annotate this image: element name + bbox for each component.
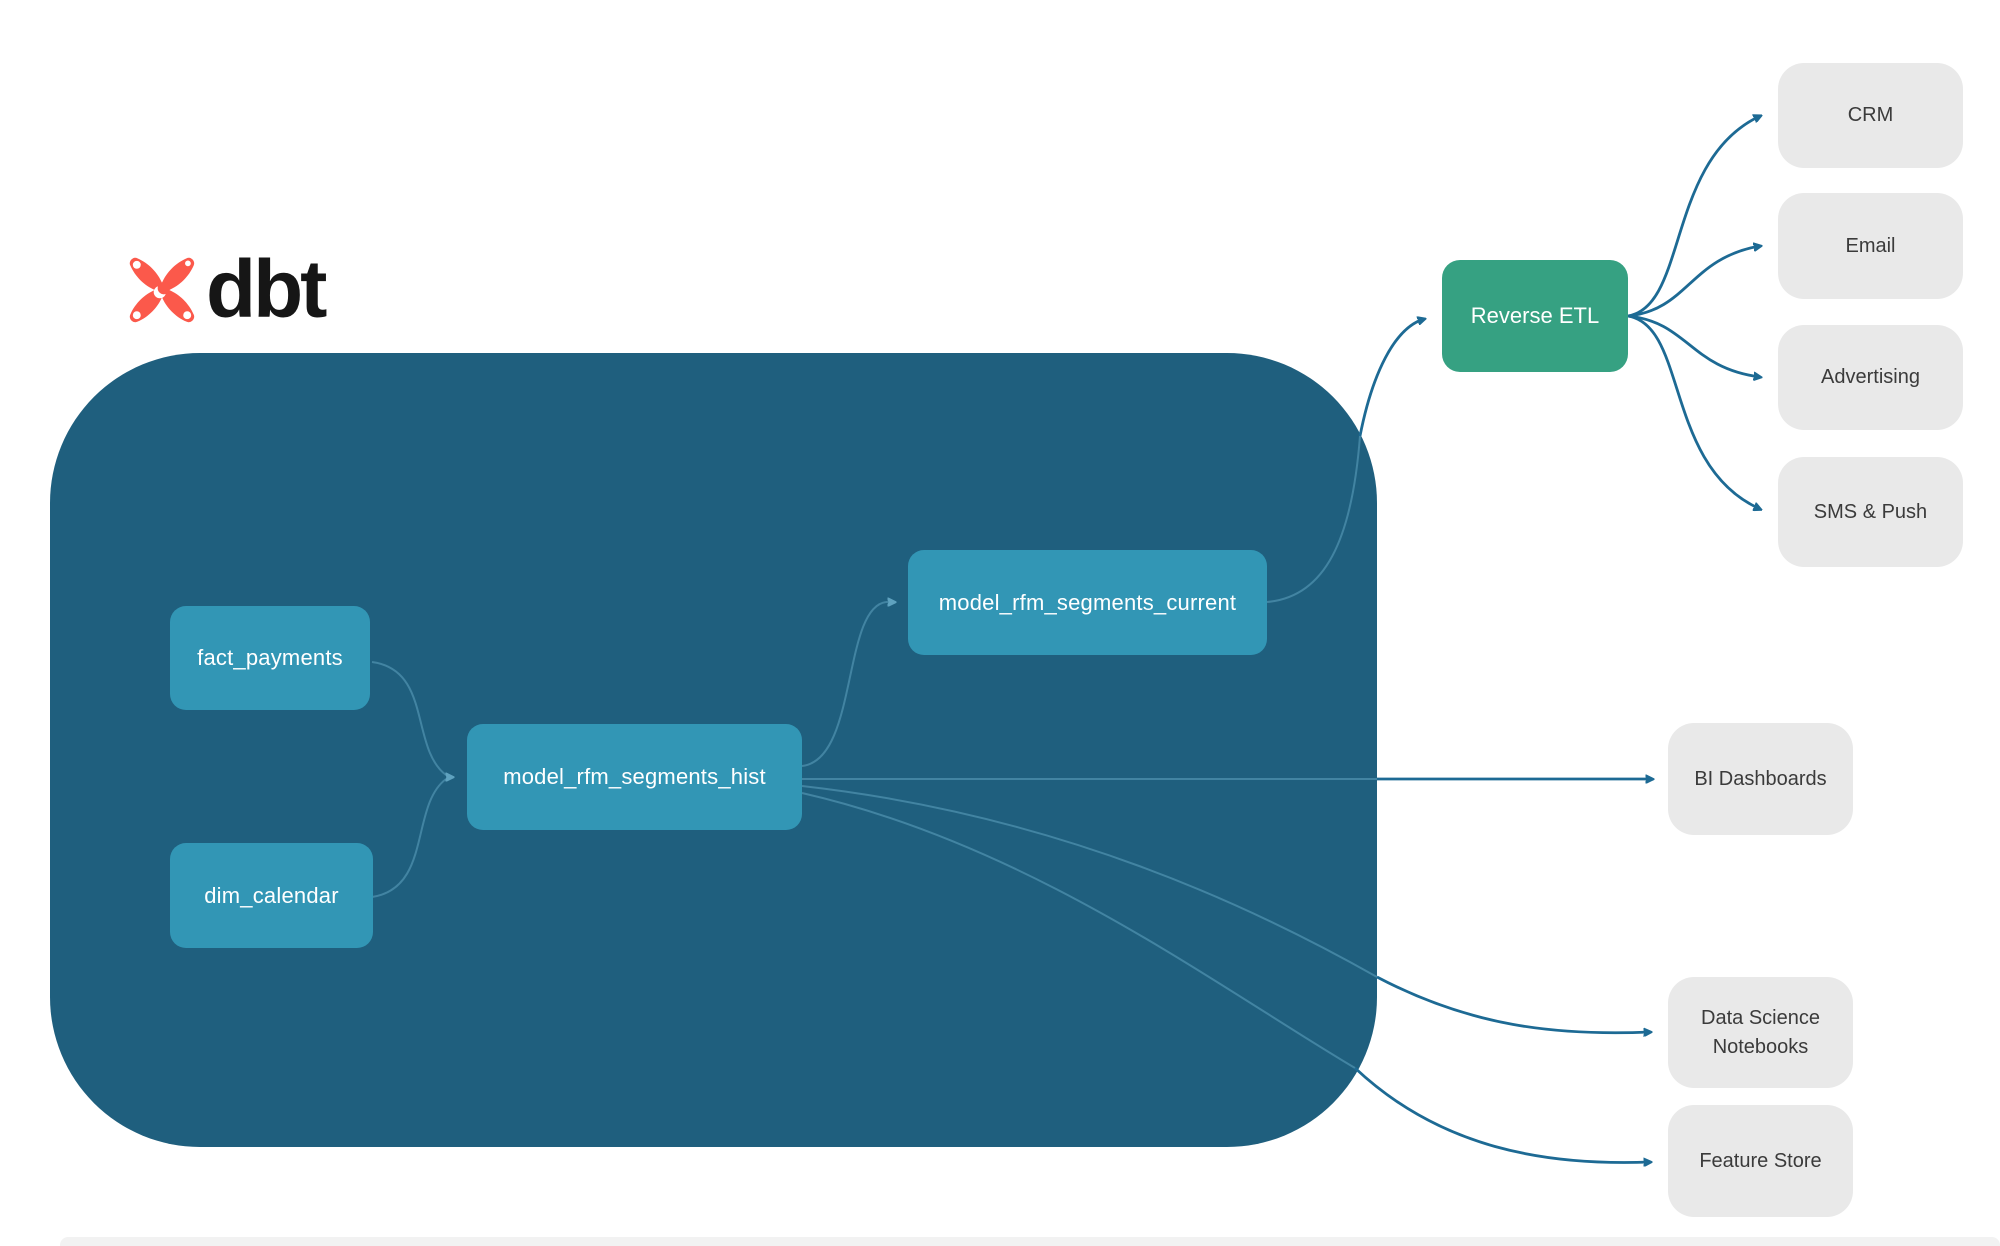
node-feature-store: Feature Store xyxy=(1668,1105,1853,1217)
edge-hist-to-feature-store xyxy=(1354,1066,1650,1163)
node-label: Data Science Notebooks xyxy=(1701,1006,1820,1058)
edge-hist-to-notebooks xyxy=(1376,975,1650,1033)
dbt-logo: dbt xyxy=(126,244,327,335)
edge-reverse-etl-to-email xyxy=(1627,246,1760,318)
node-dim-calendar: dim_calendar xyxy=(170,843,373,948)
node-label: Feature Store xyxy=(1699,1149,1822,1172)
node-data-science-notebooks: Data Science Notebooks xyxy=(1668,977,1853,1088)
node-label: SMS & Push xyxy=(1813,500,1928,523)
node-label: Email xyxy=(1845,234,1896,257)
node-bi-dashboards: BI Dashboards xyxy=(1668,723,1853,835)
node-label: fact_payments xyxy=(197,645,343,670)
node-label: Reverse ETL xyxy=(1470,303,1600,328)
node-label: model_rfm_segments_current xyxy=(938,589,1237,615)
node-label: BI Dashboards xyxy=(1694,767,1827,790)
node-label: Advertising xyxy=(1821,366,1920,388)
edge-reverse-etl-to-advertising xyxy=(1627,314,1760,377)
node-email: Email xyxy=(1778,193,1963,299)
node-label: dim_calendar xyxy=(204,882,339,908)
edge-current-to-reverse-etl xyxy=(1358,319,1424,437)
bottom-section-edge xyxy=(60,1237,2000,1246)
node-advertising: Advertising xyxy=(1778,325,1963,430)
dbt-logo-icon xyxy=(129,257,195,323)
node-model-rfm-segments-current: model_rfm_segments_current xyxy=(908,550,1267,655)
node-label: model_rfm_segments_hist xyxy=(503,764,766,789)
node-crm: CRM xyxy=(1778,63,1963,168)
node-label: CRM xyxy=(1847,104,1894,126)
edge-reverse-etl-to-crm xyxy=(1627,116,1760,318)
node-reverse-etl: Reverse ETL xyxy=(1442,260,1628,372)
edge-reverse-etl-to-sms-push xyxy=(1627,314,1760,509)
node-sms-push: SMS & Push xyxy=(1778,457,1963,567)
node-fact-payments: fact_payments xyxy=(170,606,370,710)
dbt-logo-wordmark: dbt xyxy=(206,244,327,335)
node-model-rfm-segments-hist: model_rfm_segments_hist xyxy=(467,724,802,830)
